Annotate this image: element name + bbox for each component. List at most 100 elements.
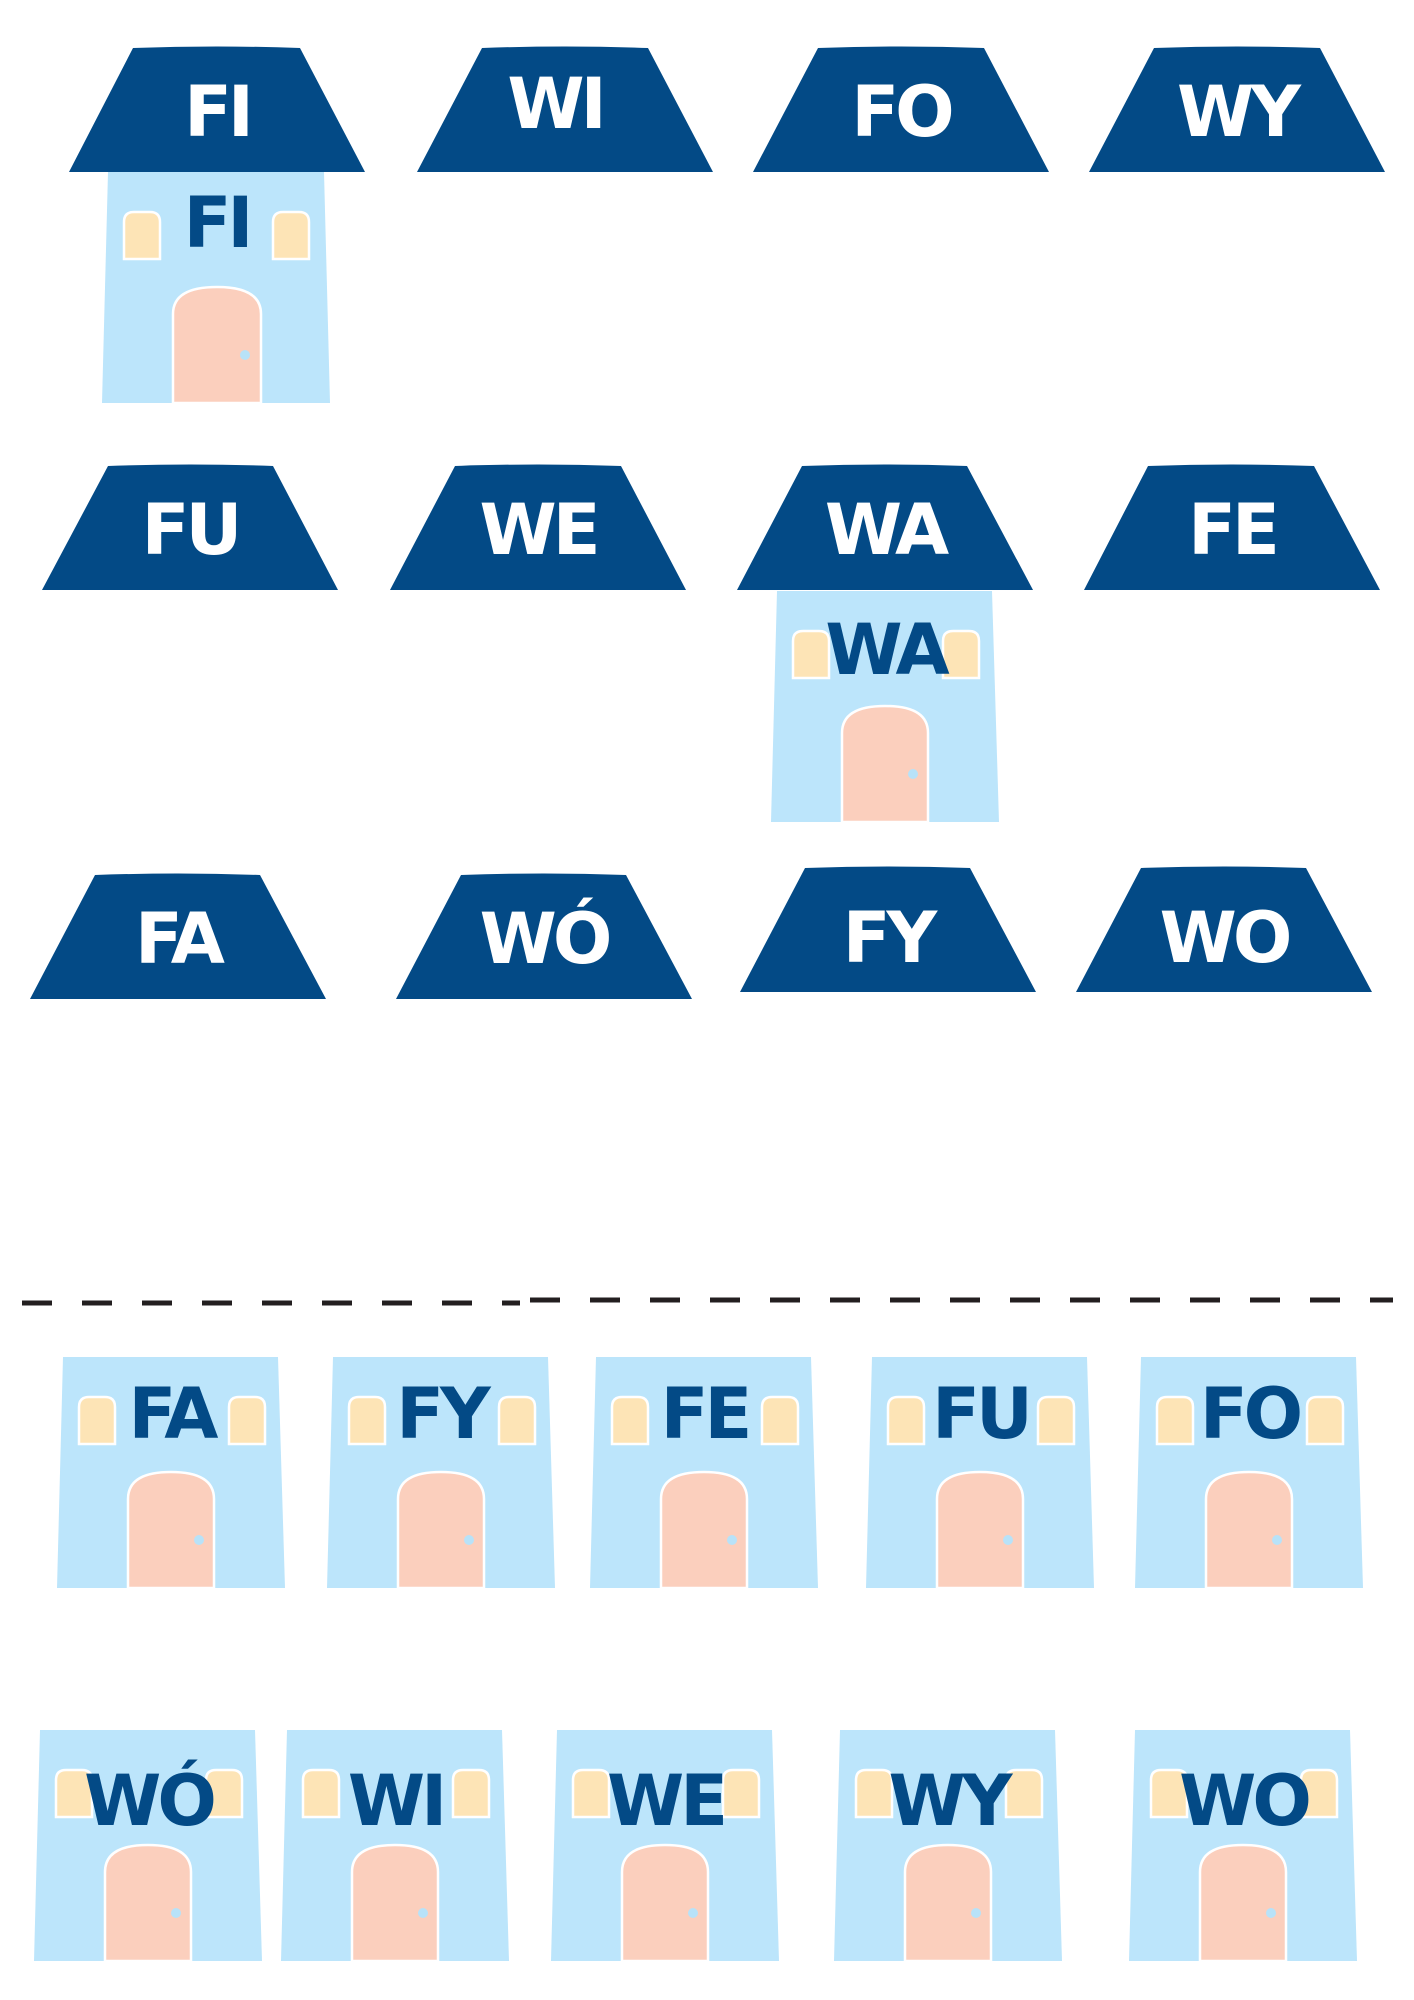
window-icon	[610, 1395, 650, 1446]
house-wall	[57, 1357, 285, 1590]
house-label: FU	[932, 1373, 1033, 1455]
cutout-house-7[interactable]: WE	[551, 1730, 780, 1963]
roof-wa[interactable]: WA	[737, 464, 1033, 590]
roof-shape	[737, 464, 1033, 590]
cutout-house-5[interactable]: WÓ	[34, 1730, 263, 1963]
door-knob-icon	[418, 1908, 428, 1918]
roof-shape	[1089, 46, 1385, 172]
roof-shape	[69, 46, 365, 172]
roof-label: WO	[1159, 897, 1293, 979]
cutout-house-0[interactable]: FA	[57, 1357, 286, 1590]
door-knob-icon	[1266, 1908, 1276, 1918]
window-icon	[451, 1768, 491, 1819]
window-icon	[1149, 1768, 1189, 1819]
door-knob-icon	[1003, 1535, 1013, 1545]
roof-wy[interactable]: WY	[1089, 46, 1385, 172]
cutout-house-9[interactable]: WO	[1129, 1730, 1358, 1963]
roof-shape	[42, 464, 338, 590]
cutout-house-1[interactable]: FY	[327, 1357, 556, 1590]
roof-label: FO	[851, 71, 954, 153]
door-icon	[1198, 1843, 1288, 1963]
house-wall	[34, 1730, 262, 1963]
roof-fo[interactable]: FO	[753, 46, 1049, 172]
roof-we[interactable]: WE	[390, 464, 686, 590]
house-wall	[1129, 1730, 1357, 1963]
roof-shape	[396, 873, 692, 999]
door-icon	[103, 1843, 193, 1963]
house-wall	[590, 1357, 818, 1590]
door-knob-icon	[908, 769, 918, 779]
cutout-house-2[interactable]: FE	[590, 1357, 819, 1590]
roof-fa[interactable]: FA	[30, 873, 326, 999]
roof-shape	[1076, 866, 1372, 992]
roof-fu[interactable]: FU	[42, 464, 338, 590]
window-icon	[760, 1395, 800, 1446]
house-label: FO	[1199, 1373, 1303, 1455]
door-knob-icon	[171, 1908, 181, 1918]
house-wall	[281, 1730, 509, 1963]
door-icon	[126, 1470, 216, 1590]
roof-fe[interactable]: FE	[1084, 464, 1380, 590]
window-icon	[886, 1395, 926, 1446]
roof-wo[interactable]: WO	[1076, 866, 1372, 992]
window-icon	[77, 1395, 117, 1446]
door-icon	[1204, 1470, 1294, 1590]
roof-label: FE	[1188, 489, 1280, 571]
roof-shape	[390, 464, 686, 590]
roof-fy[interactable]: FY	[740, 866, 1036, 992]
roof-label: WI	[507, 63, 606, 145]
window-icon	[204, 1768, 244, 1819]
roof-wi[interactable]: WI	[417, 46, 713, 172]
roof-shape	[740, 866, 1036, 992]
house-label: FI	[183, 182, 254, 264]
roof-shape	[30, 873, 326, 999]
door-icon	[396, 1470, 486, 1590]
roof-label: WY	[1177, 71, 1301, 153]
cutout-house-3[interactable]: FU	[866, 1357, 1095, 1590]
door-icon	[350, 1843, 440, 1963]
door-knob-icon	[971, 1908, 981, 1918]
door-icon	[620, 1843, 710, 1963]
window-icon	[1305, 1395, 1345, 1446]
house-label: FY	[396, 1373, 491, 1455]
window-icon	[1004, 1768, 1044, 1819]
house-wall	[771, 591, 999, 824]
roof-shape	[1084, 464, 1380, 590]
window-icon	[347, 1395, 387, 1446]
door-knob-icon	[240, 350, 250, 360]
window-icon	[1299, 1768, 1339, 1819]
roof-wo-acute[interactable]: WÓ	[396, 873, 692, 999]
window-icon	[721, 1768, 761, 1819]
roof-label: WÓ	[479, 898, 613, 980]
house-label: WO	[1179, 1760, 1312, 1842]
window-icon	[227, 1395, 267, 1446]
house-wall	[834, 1730, 1062, 1963]
house-label: FE	[660, 1373, 753, 1455]
house-wall	[551, 1730, 779, 1963]
cutout-house-8[interactable]: WY	[834, 1730, 1063, 1963]
window-icon	[941, 629, 981, 680]
roof-label: FU	[141, 489, 243, 571]
window-icon	[571, 1768, 611, 1819]
roof-shape	[417, 46, 713, 172]
window-icon	[1155, 1395, 1195, 1446]
roof-label: FY	[842, 897, 938, 979]
window-icon	[854, 1768, 894, 1819]
house-label: WÓ	[84, 1760, 217, 1842]
cutout-house-4[interactable]: FO	[1135, 1357, 1364, 1590]
window-icon	[497, 1395, 537, 1446]
house-wall	[327, 1357, 555, 1590]
roof-shape	[753, 46, 1049, 172]
house-label: WA	[825, 609, 949, 691]
roof-label: WA	[824, 489, 949, 571]
cutout-house-6[interactable]: WI	[281, 1730, 510, 1963]
window-icon	[54, 1768, 94, 1819]
door-knob-icon	[194, 1535, 204, 1545]
house-wall	[866, 1357, 1094, 1590]
door-icon	[659, 1470, 749, 1590]
house-wall	[1135, 1357, 1363, 1590]
house-body-wa: WA	[771, 591, 1000, 824]
window-icon	[791, 629, 831, 680]
roof-fi[interactable]: FI	[69, 46, 365, 172]
roof-label: WE	[479, 489, 600, 571]
